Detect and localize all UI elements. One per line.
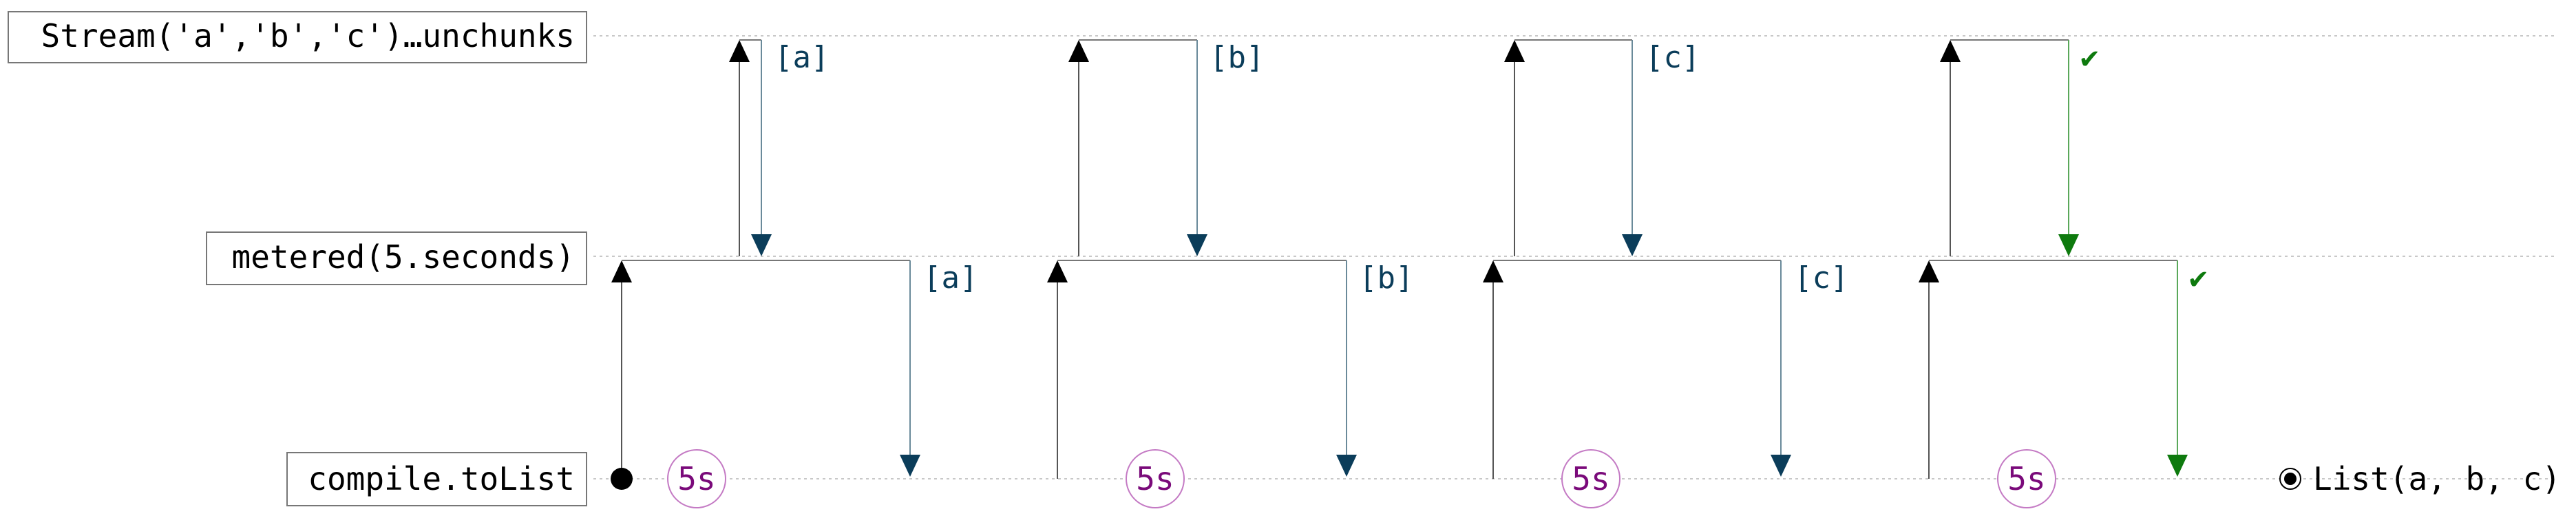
lane-label-compile: compile.toList — [286, 452, 587, 506]
timer-label-1: 5s — [677, 460, 715, 497]
done-arrowhead — [2058, 234, 2079, 256]
result-marker-inner — [2284, 473, 2297, 485]
data-arrowhead — [1187, 234, 1207, 256]
timer-ring-3 — [1561, 449, 1620, 508]
request-arrowhead — [1068, 40, 1089, 62]
lane-label-compile-text: compile.toList — [308, 460, 575, 497]
timer-label-2: 5s — [1136, 460, 1174, 497]
edge-label-metered-b: [b] — [1359, 260, 1413, 296]
cycle-4: ✔ ✔ 5s — [1919, 39, 2208, 508]
request-arrowhead — [1919, 260, 1939, 282]
data-arrowhead — [900, 455, 920, 477]
lane-label-source-text: Stream('a','b','c')…unchunks — [41, 17, 575, 54]
result: List(a, b, c) — [2279, 460, 2561, 497]
result-label: List(a, b, c) — [2313, 460, 2561, 497]
data-arrowhead — [1336, 455, 1357, 477]
request-arrowhead — [1504, 40, 1525, 62]
edge-label-source-c: [c] — [1645, 40, 1700, 75]
cycle-1: [a] [a] 5s — [611, 39, 978, 508]
edge-label-metered-done: ✔ — [2189, 260, 2208, 296]
request-arrowhead — [611, 260, 632, 282]
timer-ring-1 — [667, 449, 726, 508]
timer-label-3: 5s — [1572, 460, 1609, 497]
edge-label-metered-c: [c] — [1794, 260, 1848, 296]
lane-label-metered: metered(5.seconds) — [206, 231, 587, 285]
request-arrowhead — [729, 40, 750, 62]
lane-label-source: Stream('a','b','c')…unchunks — [8, 11, 587, 63]
lane-label-metered-text: metered(5.seconds) — [232, 238, 576, 276]
edge-label-source-done: ✔ — [2080, 40, 2099, 75]
data-arrowhead — [751, 234, 772, 256]
cycle-2: [b] [b] 5s — [1047, 39, 1413, 508]
timer-ring-2 — [1126, 449, 1185, 508]
start-dot — [611, 468, 633, 490]
cycle-3: [c] [c] 5s — [1483, 39, 1848, 508]
edge-label-source-b: [b] — [1210, 40, 1264, 75]
request-arrowhead — [1047, 260, 1068, 282]
edge-label-source-a: [a] — [774, 40, 829, 75]
request-arrowhead — [1940, 40, 1961, 62]
request-arrowhead — [1483, 260, 1503, 282]
timer-ring-4 — [1997, 449, 2056, 508]
timer-label-4: 5s — [2007, 460, 2045, 497]
done-arrowhead — [2167, 455, 2188, 477]
edge-label-metered-a: [a] — [923, 260, 978, 296]
data-arrowhead — [1771, 455, 1791, 477]
data-arrowhead — [1622, 234, 1643, 256]
